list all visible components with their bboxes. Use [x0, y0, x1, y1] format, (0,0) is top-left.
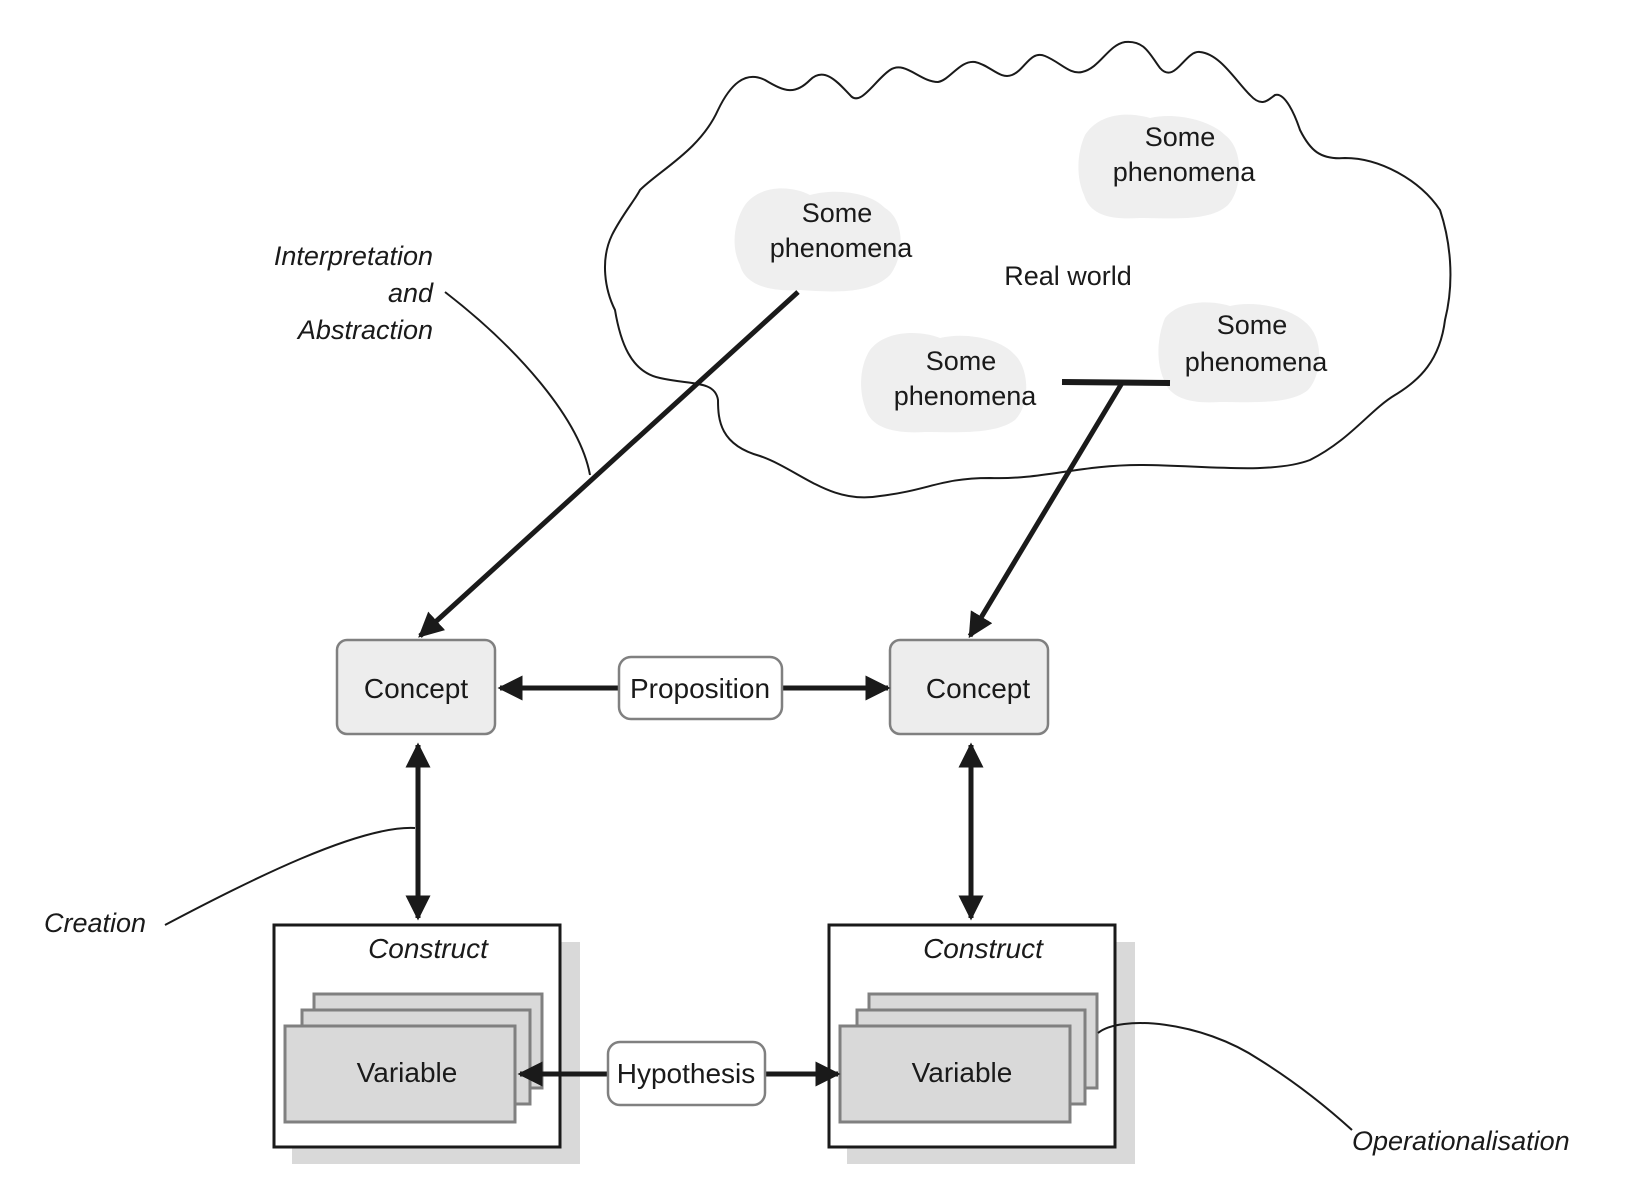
variable-label: Variable [912, 1057, 1013, 1088]
phenomena-blob: Some phenomena [1158, 302, 1329, 403]
real-world-cloud [604, 40, 1452, 499]
phenomena-label: phenomena [894, 381, 1038, 411]
creation-leader-line [164, 826, 416, 926]
concept-box-right: Concept [888, 638, 1050, 736]
interpretation-leader-line [444, 291, 591, 476]
proposition-box: Proposition [617, 655, 784, 721]
phenomena-label: Some [926, 346, 997, 376]
abstraction-arrow-right [967, 381, 1125, 639]
construct-label: Construct [923, 933, 1044, 964]
phenomena-blob: Some phenomena [1078, 114, 1257, 219]
variable-label: Variable [357, 1057, 458, 1088]
phenomena-label: phenomena [1185, 347, 1329, 377]
construct-box-left: Construct Variable [272, 923, 580, 1164]
phenomena-blob: Some phenomena [734, 188, 914, 292]
phenomena-blob: Some phenomena [861, 333, 1038, 433]
hypothesis-label: Hypothesis [617, 1058, 756, 1089]
concept-label: Concept [364, 673, 469, 704]
real-world-label: Real world [1004, 261, 1132, 291]
interpretation-label: and [388, 278, 434, 308]
concept-label: Concept [926, 673, 1031, 704]
interpretation-annotation: Interpretation and Abstraction [274, 241, 591, 476]
abstraction-arrow-left [418, 290, 800, 638]
phenomena-label: phenomena [1113, 157, 1257, 187]
operationalisation-label: Operationalisation [1352, 1126, 1570, 1156]
interpretation-label: Interpretation [274, 241, 433, 271]
variable-box [838, 1024, 1072, 1124]
construct-label: Construct [368, 933, 489, 964]
operationalisation-leader-line [1097, 1022, 1353, 1131]
phenomena-label: Some [1145, 122, 1216, 152]
phenomena-label: Some [802, 198, 873, 228]
interpretation-label: Abstraction [296, 315, 433, 345]
construct-box-right: Construct Variable [827, 923, 1135, 1164]
concept-box-left: Concept [335, 638, 497, 736]
phenomena-label: phenomena [770, 233, 914, 263]
proposition-label: Proposition [630, 673, 770, 704]
phenomena-join-bar [1061, 379, 1171, 386]
creation-label: Creation [44, 908, 146, 938]
hypothesis-box: Hypothesis [606, 1040, 767, 1107]
phenomena-label: Some [1217, 310, 1288, 340]
variable-box [283, 1024, 517, 1124]
